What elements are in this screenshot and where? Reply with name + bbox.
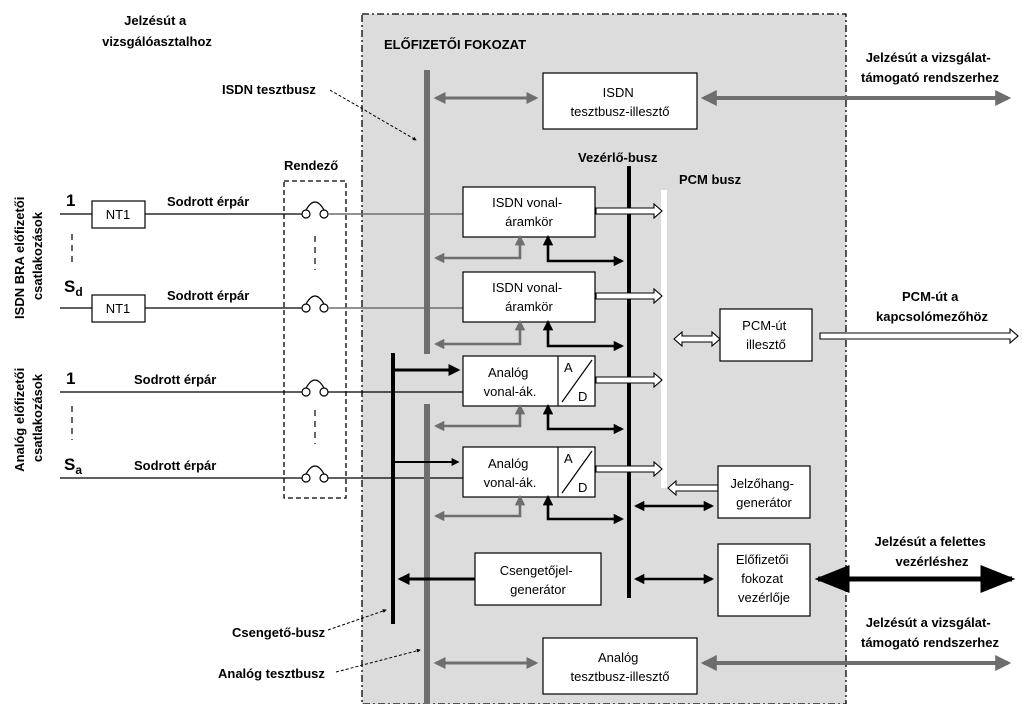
isdn-line-number-sd: Sd — [64, 277, 83, 299]
tone-generator-label: Jelzőhang- generátor — [730, 476, 797, 510]
isdn-subscribers-label: ISDN BRA előfizetői csatlakozások — [12, 193, 45, 319]
pair-label-1: Sodrott érpár — [167, 194, 249, 209]
analog-line-number-1: 1 — [66, 369, 75, 388]
subscriber-controller-box — [717, 543, 811, 617]
test-support-top-label: Jelzésút a vizsgálat- támogató rendszerh… — [861, 50, 999, 85]
nt1-box-2 — [91, 294, 146, 323]
pcm-switch-label: PCM-út a kapcsolómezőhöz — [876, 289, 988, 324]
ringing-bus-label: Csengető-busz — [232, 625, 326, 640]
control-bus-label: Vezérlő-busz — [578, 150, 658, 165]
analog-test-adapter-label: Analóg tesztbusz-illesztő — [571, 650, 670, 684]
control-link-4 — [542, 494, 625, 525]
pair-label-3: Sodrott érpár — [134, 372, 216, 387]
nt1-label-1: NT1 — [106, 207, 131, 222]
analog-line-number-sa: Sa — [64, 455, 82, 477]
isdn-test-adapter-box — [542, 72, 698, 130]
analog-line-circuit-2-label: Analóg vonal-ák. — [484, 456, 537, 490]
pair-label-2: Sodrott érpár — [167, 288, 249, 303]
analog-test-link-2 — [433, 494, 526, 522]
isdn-test-adapter-label: ISDN tesztbusz-illesztő — [571, 85, 670, 119]
ad-a-2: A — [564, 451, 573, 466]
ad-slash-1 — [561, 359, 593, 403]
ring-generator-label: Csengetőjel- generátor — [500, 563, 577, 597]
stage-title: ELŐFIZETŐI FOKOZAT — [384, 37, 526, 52]
analog-subscribers-label: Analóg előfizetői csatlakozások — [12, 364, 45, 472]
isdn-line-circuit-1-label: ISDN vonal- áramkör — [492, 195, 566, 229]
control-link-1 — [542, 234, 625, 267]
analog-line-circuit-1-label: Analóg vonal-ák. — [484, 365, 537, 399]
switch-contacts — [301, 201, 329, 483]
nt1-label-2: NT1 — [106, 301, 131, 316]
pcm-adapter-box — [719, 308, 813, 362]
analog-test-link-1 — [433, 403, 526, 432]
test-desk-label: Jelzésút a vizsgálóasztalhoz — [102, 13, 212, 49]
rendezo-label: Rendező — [284, 158, 338, 173]
isdn-testbus-label: ISDN tesztbusz — [222, 82, 316, 97]
pcm-bus-label: PCM busz — [679, 172, 742, 187]
ad-d-2: D — [578, 480, 587, 495]
distribution-frame — [283, 180, 347, 499]
analog-test-adapter-box — [542, 637, 698, 695]
isdn-line-circuit-1 — [462, 186, 596, 238]
isdn-line-number-1: 1 — [66, 191, 75, 210]
test-support-bottom-label: Jelzésút a vizsgálat- támogató rendszerh… — [861, 615, 999, 650]
isdn-line-circuit-2 — [462, 271, 596, 323]
subscriber-controller-label: Előfizetői fokozat vezérlője — [736, 552, 792, 605]
higher-control-label: Jelzésút a felettes vezérléshez — [875, 534, 990, 569]
ad-slash-2 — [561, 450, 593, 494]
isdn-test-link-2 — [433, 319, 526, 350]
pcm-hollow-arrows — [595, 202, 1019, 497]
ring-generator-box — [474, 552, 602, 606]
analog-line-circuit-1 — [462, 355, 596, 407]
ad-a-1: A — [564, 360, 573, 375]
control-link-3 — [542, 403, 625, 435]
isdn-test-link-1 — [433, 234, 526, 264]
isdn-line-circuit-2-label: ISDN vonal- áramkör — [492, 280, 566, 314]
isdn-testbus-pointer — [329, 89, 417, 141]
control-link-2 — [542, 319, 625, 352]
pair-label-4: Sodrott érpár — [134, 458, 216, 473]
ringing-bus-pointer — [327, 609, 387, 631]
analog-testbus-label: Analóg tesztbusz — [218, 666, 325, 681]
tone-generator-box — [717, 465, 811, 519]
pcm-adapter-label: PCM-út illesztő — [742, 318, 790, 352]
analog-testbus-pointer — [335, 648, 421, 673]
analog-line-circuit-2 — [462, 446, 596, 498]
ad-d-1: D — [578, 389, 587, 404]
